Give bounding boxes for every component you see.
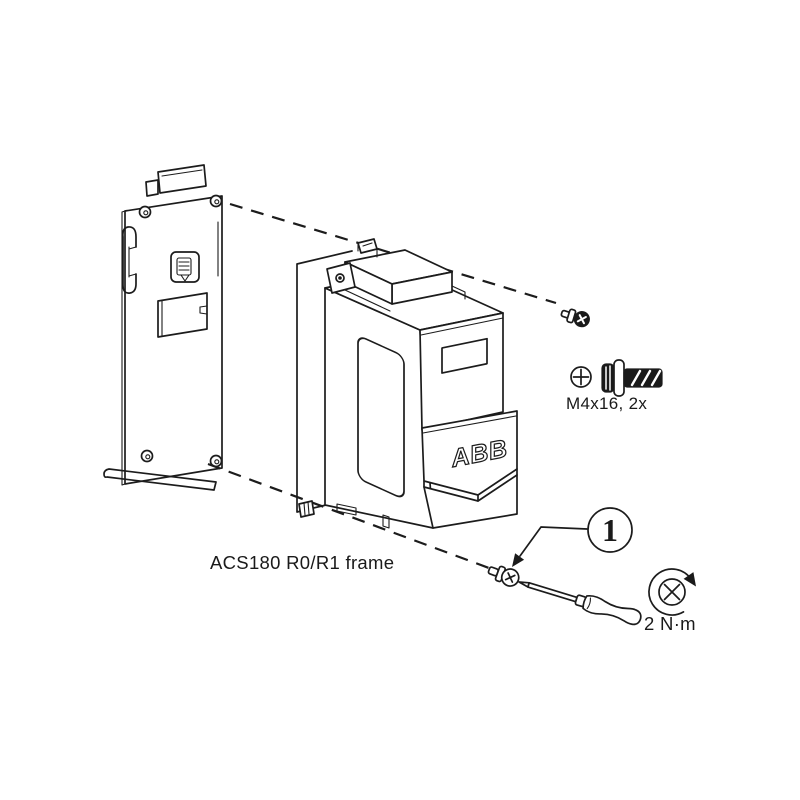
bottom-din-clip bbox=[298, 500, 315, 518]
screw-spec-label: M4x16, 2x bbox=[566, 394, 647, 413]
screw-hole-bottom-left bbox=[140, 449, 154, 463]
drive-unit: ABB bbox=[296, 238, 518, 529]
guide-line-bottom-icon bbox=[207, 462, 490, 570]
mounting-ear bbox=[326, 262, 356, 294]
screw-hole-bottom-right bbox=[209, 454, 223, 468]
m4-screw-side-icon bbox=[601, 359, 663, 397]
screw-hole-top-left bbox=[138, 205, 152, 219]
screw-hole-icons bbox=[138, 194, 223, 468]
guide-line-top-icon bbox=[229, 202, 557, 305]
din-clip-top bbox=[145, 164, 207, 197]
front-cover: ABB bbox=[421, 410, 518, 529]
side-vent-panel bbox=[357, 337, 405, 498]
torque-icon bbox=[648, 568, 696, 616]
terminal-cover bbox=[344, 249, 466, 312]
bottom-screw-icon bbox=[487, 565, 520, 587]
display-window bbox=[441, 337, 488, 374]
mounting-plate bbox=[103, 164, 223, 491]
callout-1: 1 bbox=[512, 507, 633, 567]
bottom-flange bbox=[103, 468, 217, 491]
top-tab bbox=[357, 238, 378, 258]
release-latch bbox=[170, 251, 200, 283]
screwdriver-icon bbox=[518, 581, 642, 626]
bottom-slots bbox=[336, 503, 390, 529]
frame-label: ACS180 R0/R1 frame bbox=[210, 552, 394, 573]
callout-arrow-icon bbox=[512, 553, 525, 567]
torque-label: 2 N·m bbox=[644, 613, 696, 634]
torque-spec: 2 N·m bbox=[644, 568, 696, 634]
mounting-hook bbox=[122, 226, 137, 294]
phillips-screw-front-icon bbox=[570, 366, 592, 388]
screw-hole-top-right bbox=[209, 194, 223, 208]
hardware-spec: M4x16, 2x bbox=[566, 359, 663, 413]
callout-number: 1 bbox=[602, 512, 618, 548]
plate-cutout bbox=[157, 292, 208, 338]
screw-icon bbox=[560, 308, 590, 328]
